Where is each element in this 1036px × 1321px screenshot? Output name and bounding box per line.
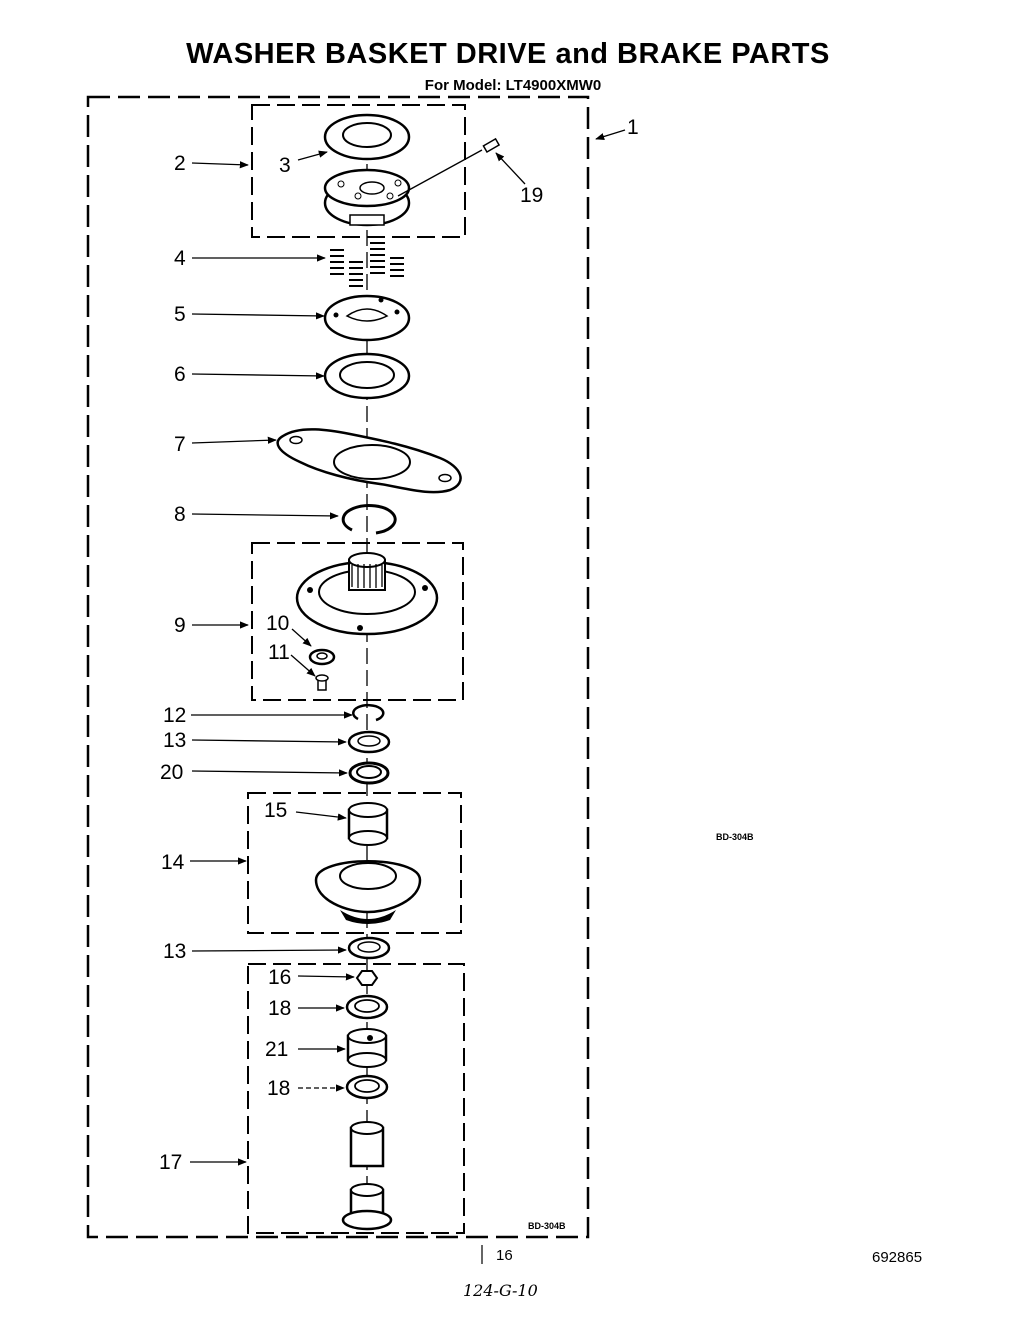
part-2-hub: [323, 168, 411, 227]
callout-14: 14: [161, 851, 185, 874]
subassembly-box-9: [251, 542, 464, 701]
callout-19: 19: [520, 184, 543, 207]
callout-10: 10: [266, 612, 289, 635]
part-8-snap-ring: [341, 503, 397, 535]
leader-20: [191, 769, 348, 777]
callout-7: 7: [174, 433, 186, 456]
page-title: WASHER BASKET DRIVE and BRAKE PARTS: [186, 38, 830, 70]
leader-10: [291, 628, 312, 647]
callout-11: 11: [268, 641, 290, 664]
callout-6: 6: [174, 363, 186, 386]
callout-4: 4: [174, 247, 186, 270]
callout-15: 15: [264, 799, 287, 822]
part-14-brake-housing: [314, 860, 422, 924]
leader-13-lower: [191, 946, 347, 954]
part-3-washer: [323, 113, 411, 161]
leader-13-upper: [191, 738, 347, 746]
callout-20: 20: [160, 761, 183, 784]
part-16-spacer: [355, 970, 379, 986]
assembly-outline-box: [86, 95, 590, 1239]
subassembly-box-17: [247, 963, 465, 1234]
subassembly-box-2: [251, 104, 466, 238]
callout-13-upper: 13: [163, 729, 186, 752]
handwritten-note: 124-G-10: [463, 1281, 538, 1300]
model-subtitle: For Model: LT4900XMW0: [424, 77, 602, 94]
part-21-collar: [346, 1028, 388, 1068]
part-6-ring: [323, 352, 411, 400]
subassembly-box-14: [247, 792, 462, 934]
part-10-bushing: [308, 648, 336, 666]
callout-16: 16: [268, 966, 291, 989]
leader-2: [191, 161, 249, 169]
callout-12: 12: [163, 704, 186, 727]
part-13-washer-upper: [347, 730, 391, 754]
leader-8: [191, 512, 339, 520]
document-number: 692865: [872, 1249, 922, 1266]
diagram-code-side: BD-304B: [716, 832, 754, 842]
callout-2: 2: [174, 152, 186, 175]
part-19-pin: [397, 137, 501, 197]
part-18-bearing-upper: [345, 994, 389, 1020]
callout-21: 21: [265, 1038, 288, 1061]
callout-5: 5: [174, 303, 186, 326]
part-7-gasket: [276, 428, 462, 494]
part-18-bearing-lower: [345, 1074, 389, 1100]
leader-16: [297, 973, 355, 981]
leader-3: [297, 150, 328, 161]
part-12-retaining-ring: [352, 703, 385, 722]
callout-17: 17: [159, 1151, 182, 1174]
callout-1: 1: [627, 116, 639, 139]
leader-5: [191, 312, 325, 320]
page-number: 16: [496, 1247, 513, 1264]
part-20-seal: [348, 761, 390, 785]
leader-7: [191, 436, 277, 444]
part-9-flange: [295, 552, 439, 636]
callout-3: 3: [279, 154, 291, 177]
leader-19: [495, 152, 526, 185]
callout-9: 9: [174, 614, 186, 637]
callout-18-upper: 18: [268, 997, 291, 1020]
part-13-washer-lower: [347, 936, 391, 960]
part-5-plate: [323, 294, 411, 342]
part-4-springs: [330, 242, 404, 287]
part-15-bearing: [347, 802, 389, 846]
leader-11: [290, 654, 316, 677]
part-17-tube: [341, 1121, 393, 1231]
callout-18-lower: 18: [267, 1077, 290, 1100]
diagram-code-bottom: BD-304B: [528, 1221, 566, 1231]
part-11-screw: [315, 674, 329, 691]
callout-8: 8: [174, 503, 186, 526]
leader-1: [595, 129, 626, 141]
callout-13-lower: 13: [163, 940, 186, 963]
leader-6: [191, 372, 325, 380]
leader-15: [295, 811, 347, 821]
